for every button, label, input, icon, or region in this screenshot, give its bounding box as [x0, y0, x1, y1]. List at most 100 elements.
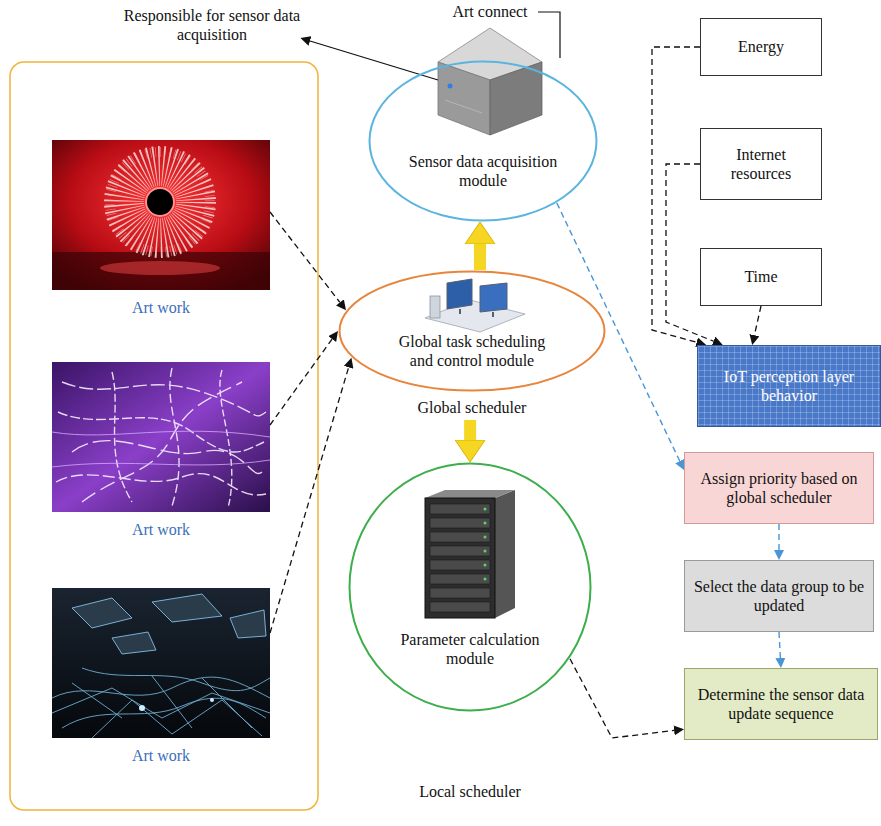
art-frame	[10, 62, 318, 810]
art-image-dark-part	[52, 668, 270, 738]
art-image-red-part	[146, 188, 174, 216]
art-image-purple-part-part	[112, 372, 132, 502]
rack-server-icon-part	[484, 508, 487, 581]
annotation-note: Responsible for sensor data acquisition	[112, 6, 312, 44]
server-icon-part	[490, 62, 542, 135]
label-anchor: Responsible for sensor data acquisition	[112, 6, 312, 44]
ellipse-outline	[348, 462, 592, 712]
rack-server-icon-part-part	[430, 574, 490, 584]
module-name: Global task scheduling and control modul…	[387, 332, 557, 370]
art-image-red-part	[100, 261, 220, 275]
art-image-dark-part-part	[72, 598, 132, 628]
rack-server-icon-part-part	[484, 550, 487, 553]
art-image-purple-part	[52, 362, 270, 512]
computer-icon-part	[492, 312, 494, 317]
art-image-dark-part-part	[72, 676, 252, 728]
connection-label: Art connect	[440, 2, 540, 21]
art-caption: Art work	[52, 520, 270, 539]
server-icon	[438, 28, 542, 135]
rack-server-icon-part-part	[430, 560, 490, 570]
art-image-dark-part	[72, 594, 266, 654]
art-image-purple-part-part	[52, 460, 270, 467]
art-image-dark-part	[139, 705, 145, 711]
art-image-purple-part	[52, 431, 270, 467]
rack-server-icon-part-part	[430, 532, 490, 542]
dashed-connector	[270, 367, 349, 633]
art-image-red-part	[124, 166, 196, 238]
factor-name: Internet resources	[707, 145, 815, 183]
scheduler-caption: Global scheduler	[372, 398, 572, 417]
rack-server-icon-part-part	[430, 504, 490, 514]
module-ellipse: Parameter calculation moduleLocal schedu…	[348, 462, 592, 804]
module-name: Parameter calculation module	[385, 630, 555, 668]
art-image-dark-part-part	[62, 698, 266, 728]
dashed-connector	[270, 212, 340, 302]
process-box: Determine the sensor data update sequenc…	[684, 668, 878, 740]
art-image-dark-part-part	[230, 610, 266, 638]
art-image-purple-part-part	[52, 431, 270, 437]
rack-server-icon-part-part	[430, 588, 490, 598]
dashed-connector	[570, 659, 674, 738]
ellipse-outline-path	[340, 272, 605, 391]
rack-server-icon-part-part	[430, 546, 490, 556]
computer-icon	[425, 279, 525, 332]
art-caption: Art work	[52, 746, 270, 765]
art-image-dark-part-part	[92, 700, 262, 738]
dashed-connector	[270, 339, 332, 425]
rack-server-icon-part-part	[484, 578, 487, 581]
leader-arrow	[310, 41, 438, 80]
dashed-connector	[557, 203, 680, 461]
server-icon-part	[445, 100, 482, 113]
art-image-red-part	[52, 140, 270, 290]
rack-server-icon-part-part	[430, 518, 490, 528]
art-image-dark-part-part	[112, 632, 156, 654]
bracket-line	[538, 12, 560, 58]
art-image-dark-part	[210, 698, 214, 702]
art-caption: Art work	[52, 298, 270, 317]
art-image-red-part	[110, 152, 210, 252]
factor-box: Time	[700, 248, 822, 306]
art-image-purple-part-part	[82, 382, 242, 502]
factor-box: Internet resources	[700, 128, 822, 200]
server-icon-part	[448, 84, 453, 89]
rack-server-icon-part	[495, 490, 515, 618]
ellipse-outline	[338, 270, 606, 392]
process-step: Determine the sensor data update sequenc…	[691, 685, 871, 723]
art-work-image: Art work	[52, 140, 270, 320]
flow-arrow	[474, 244, 486, 270]
rack-server-icon-part-part	[484, 536, 487, 539]
factor-box: Energy	[700, 18, 822, 76]
art-image-dark-part-part	[82, 668, 270, 691]
rack-server-icon-part-part	[430, 602, 490, 612]
computer-icon-part	[447, 279, 472, 309]
rack-server-icon	[425, 490, 515, 618]
art-image-dark-part-part	[152, 594, 222, 622]
dashed-connector	[652, 47, 700, 342]
server-icon-part	[438, 62, 490, 135]
layer-box: IoT perception layer behavior	[697, 345, 881, 427]
layer-name: IoT perception layer behavior	[704, 367, 874, 405]
art-image-dark-part	[52, 588, 270, 738]
factor-name: Time	[707, 267, 815, 286]
computer-icon-part	[430, 296, 440, 318]
art-work-image: Art work	[52, 362, 270, 542]
art-image-red	[52, 140, 270, 290]
rack-server-icon-part	[430, 504, 490, 612]
process-box: Assign priority based on global schedule…	[684, 452, 874, 524]
dashed-connector	[778, 524, 779, 550]
flow-arrow	[464, 420, 476, 440]
computer-icon-part	[480, 283, 507, 312]
rack-server-icon-part-part	[484, 564, 487, 567]
ellipse-outline	[368, 60, 598, 222]
rack-server-icon-part	[425, 490, 515, 498]
module-ellipse: Global task scheduling and control modul…	[338, 270, 606, 420]
rack-server-icon-part	[425, 498, 495, 618]
dashed-connector	[754, 306, 761, 335]
module-name: Sensor data acquisition module	[398, 152, 568, 190]
process-step: Assign priority based on global schedule…	[691, 469, 867, 507]
art-image-purple-part-part	[56, 474, 266, 495]
art-work-image: Art work	[52, 588, 270, 768]
art-image-purple	[52, 362, 270, 512]
art-image-purple-part	[56, 368, 266, 508]
